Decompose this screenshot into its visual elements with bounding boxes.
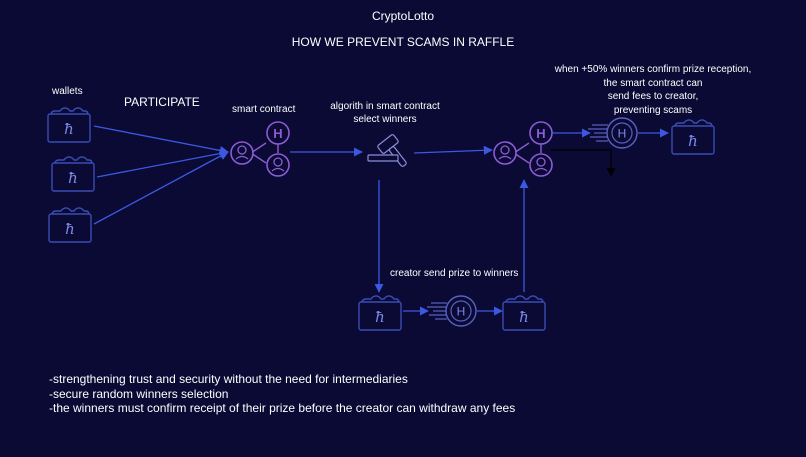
note-item: -strengthening trust and security withou… bbox=[49, 372, 408, 386]
notes-list: -strengthening trust and security withou… bbox=[49, 372, 515, 416]
fast-coin-icon bbox=[587, 117, 638, 149]
arrow-gavel-contract2 bbox=[413, 145, 493, 155]
wallets-label: wallets bbox=[52, 86, 83, 97]
confirm-label: when +50% winners confirm prize receptio… bbox=[554, 64, 752, 116]
smart-contract-network-icon bbox=[230, 121, 290, 177]
creator-send-label: creator send prize to winners bbox=[390, 268, 519, 279]
gavel-icon bbox=[367, 134, 407, 167]
smart-contract-network-icon bbox=[493, 121, 553, 177]
wallet-icon bbox=[502, 295, 546, 331]
algorithm-label: algorith in smart contract select winner… bbox=[330, 101, 440, 125]
fast-coin-icon bbox=[426, 295, 477, 327]
arrow-wallet3-contract bbox=[93, 151, 229, 225]
diagram-subtitle: HOW WE PREVENT SCAMS IN RAFFLE bbox=[291, 35, 515, 49]
wallet-icon bbox=[671, 119, 715, 155]
connector-arrow bbox=[551, 149, 616, 177]
note-item: -the winners must confirm receipt of the… bbox=[49, 401, 516, 415]
smart-contract-label: smart contract bbox=[232, 104, 296, 115]
participate-label: PARTICIPATE bbox=[124, 95, 200, 109]
arrow-wallet2-contract bbox=[96, 149, 229, 178]
wallet-icon bbox=[48, 207, 92, 243]
wallet-icon bbox=[51, 156, 95, 192]
wallet-icon bbox=[47, 107, 91, 143]
arrow-wallet1-contract bbox=[93, 125, 229, 155]
wallet-icon bbox=[358, 295, 402, 331]
diagram-title: CryptoLotto bbox=[371, 9, 435, 23]
note-item: -secure random winners selection bbox=[49, 386, 229, 401]
